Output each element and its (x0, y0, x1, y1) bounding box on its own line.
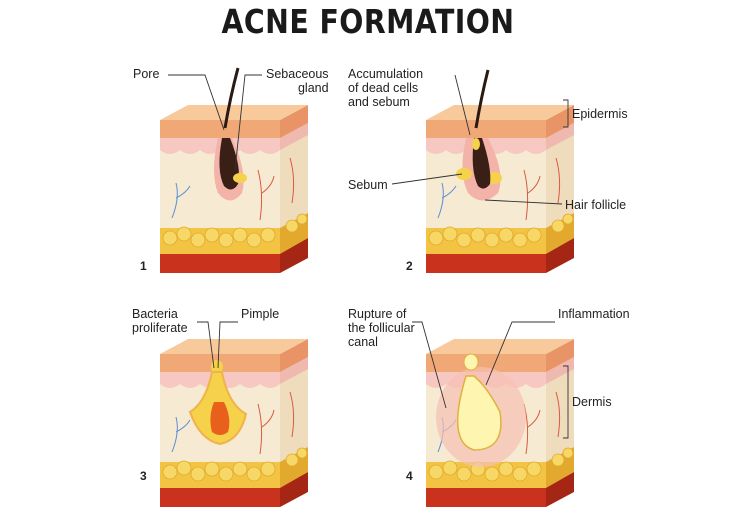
bacteria-label: Bacteria proliferate (132, 307, 188, 335)
pore-label: Pore (133, 67, 160, 81)
epidermis-label: Epidermis (572, 107, 628, 121)
panel-2-skin-block (425, 69, 575, 274)
rupture-label: Rupture of the follicular canal (348, 307, 415, 349)
hair-follicle-label: Hair follicle (565, 198, 627, 212)
sebum-label: Sebum (348, 178, 388, 192)
sebaceous-gland-label: Sebaceous gland (266, 67, 329, 95)
inflammation-label: Inflammation (558, 307, 630, 321)
panel-4-number: 4 (406, 469, 413, 483)
panel-2-number: 2 (406, 259, 413, 273)
diagram-title: ACNE FORMATION (221, 2, 515, 41)
accumulation-label: Accumulation of dead cells and sebum (348, 67, 424, 109)
pimple-label: Pimple (241, 307, 280, 321)
panel-3-number: 3 (140, 469, 147, 483)
panel-4-skin-block (425, 338, 575, 508)
dermis-label: Dermis (572, 395, 612, 409)
panel-3-skin-block (159, 338, 309, 508)
panel-1-number: 1 (140, 259, 147, 273)
panel-1-skin-block (159, 67, 309, 274)
